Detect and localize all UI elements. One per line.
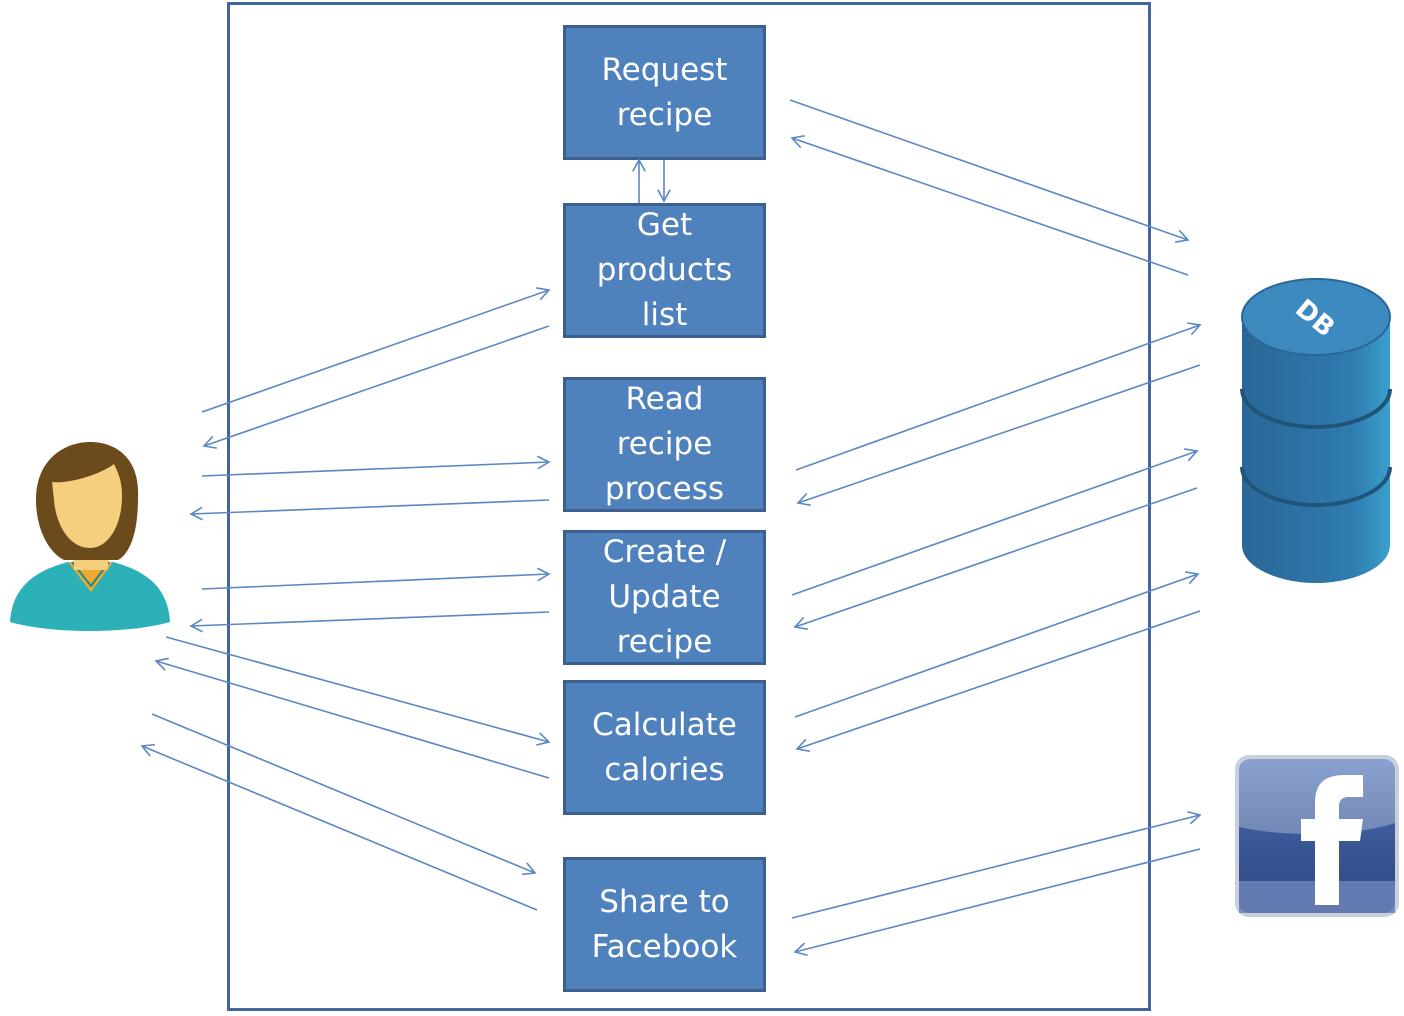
- process-label: Share to Facebook: [591, 883, 738, 965]
- process-share-to-facebook: Share to Facebook: [563, 857, 766, 992]
- process-label: Calculate calories: [592, 706, 737, 788]
- process-label: Request recipe: [601, 51, 728, 133]
- process-label: Get products list: [596, 207, 733, 333]
- process-request-recipe: Request recipe: [563, 25, 766, 160]
- process-create-update-recipe: Create / Update recipe: [563, 530, 766, 665]
- user-icon: [10, 442, 170, 631]
- process-read-recipe-process: Read recipe process: [563, 377, 766, 512]
- process-get-products-list: Get products list: [563, 203, 766, 338]
- process-label: Create / Update recipe: [602, 534, 727, 660]
- process-calculate-calories: Calculate calories: [563, 680, 766, 815]
- database-icon: DB: [1240, 278, 1392, 583]
- process-label: Read recipe process: [604, 381, 725, 507]
- facebook-icon: [1235, 755, 1399, 917]
